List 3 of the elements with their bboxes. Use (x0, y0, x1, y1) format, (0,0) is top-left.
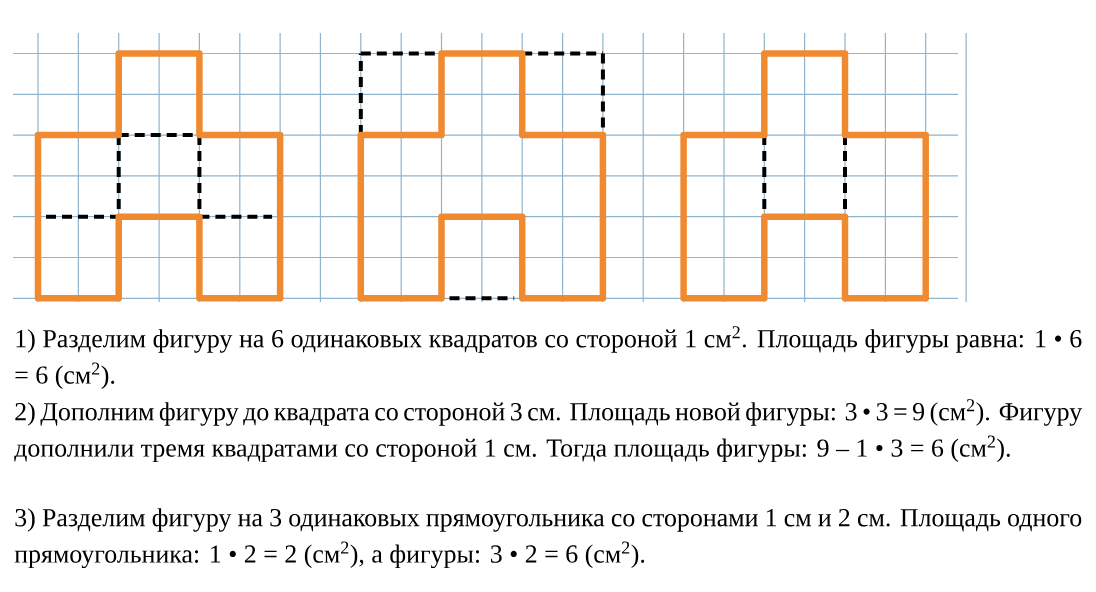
text-paragraph: 2) Дополним фигуру до квадрата со стороной 3 см. Площадь новой фигуры: 3 • 3 = 9 (см$^{2}$). Фигуру дополнили тремя квадратами со стороной 1 см. Тогда площадь фигуры: 9 – 1 • 3 = 6 (см$^{2}$). (14, 399, 1083, 463)
text-paragraph: 3) Разделим фигуру на 3 одинаковых прямоугольника со сторонами 1 см и 2 см. Площадь одного прямоугольника: 1 • 2 = 2 (см$^{2}$), а фигуры: 3 • 2 = 6 (см$^{2}$). (14, 508, 1082, 569)
text-paragraph: 1) Разделим фигуру на 6 одинаковых квадратов со стороной 1 см$^{2}$. Площадь фигуры равна: 1 • 6 = 6 (см$^{2}$). (15, 326, 1082, 390)
